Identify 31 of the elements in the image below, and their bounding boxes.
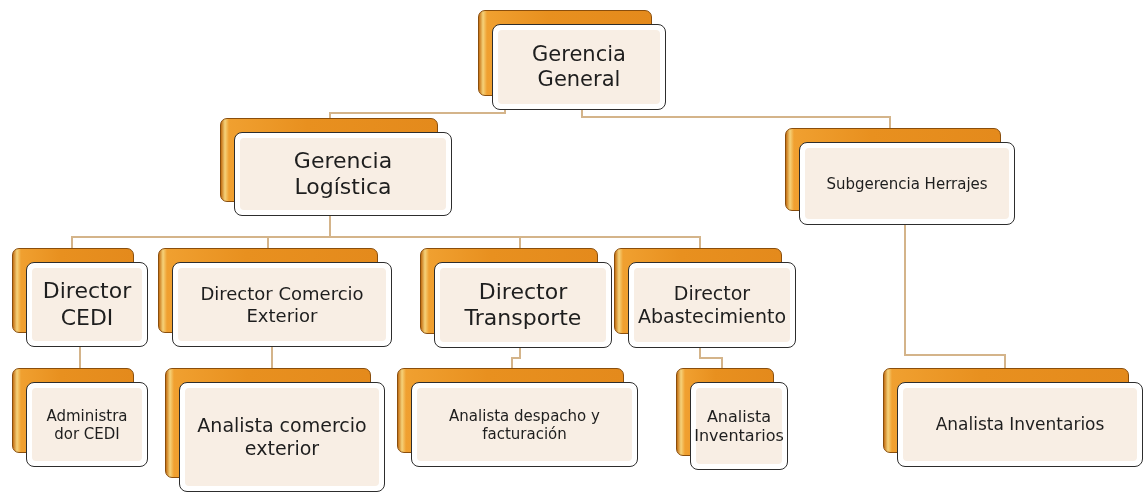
- role-title: Gerencia Logística: [292, 147, 394, 201]
- role-title: Analista Inventarios: [694, 406, 784, 446]
- role-title: Gerencia General: [531, 41, 627, 93]
- org-chart-box: [420, 248, 612, 348]
- role-title: Analista despacho y facturación: [448, 406, 601, 443]
- connector-line: [511, 347, 521, 369]
- connector-line: [581, 109, 891, 129]
- role-title: Subgerencia Herrajes: [826, 174, 988, 193]
- org-chart-box: [883, 368, 1143, 467]
- org-chart-box: [220, 118, 452, 216]
- role-title: Director Transporte: [463, 278, 583, 332]
- connector-line: [79, 346, 81, 369]
- org-chart-box: [614, 248, 796, 348]
- org-chart-box: [158, 248, 392, 347]
- connector-line: [904, 224, 1006, 369]
- org-chart-box: [12, 248, 148, 347]
- org-chart-box: [397, 368, 638, 467]
- role-title: Director CEDI: [41, 278, 133, 331]
- org-chart-box: [478, 10, 666, 110]
- org-chart-box: [785, 128, 1015, 225]
- role-title: Director Comercio Exterior: [199, 282, 365, 327]
- role-title: Director Abastecimiento: [638, 282, 787, 328]
- connector-line: [329, 109, 506, 119]
- org-chart-box: [676, 368, 788, 470]
- org-chart-box: [165, 368, 385, 492]
- role-title: Administra dor CEDI: [45, 406, 129, 443]
- role-title: Analista Inventarios: [935, 414, 1105, 435]
- org-chart-box: [12, 368, 148, 467]
- connector-line: [699, 347, 723, 369]
- connector-line: [271, 346, 273, 369]
- role-title: Analista comercio exterior: [196, 414, 368, 460]
